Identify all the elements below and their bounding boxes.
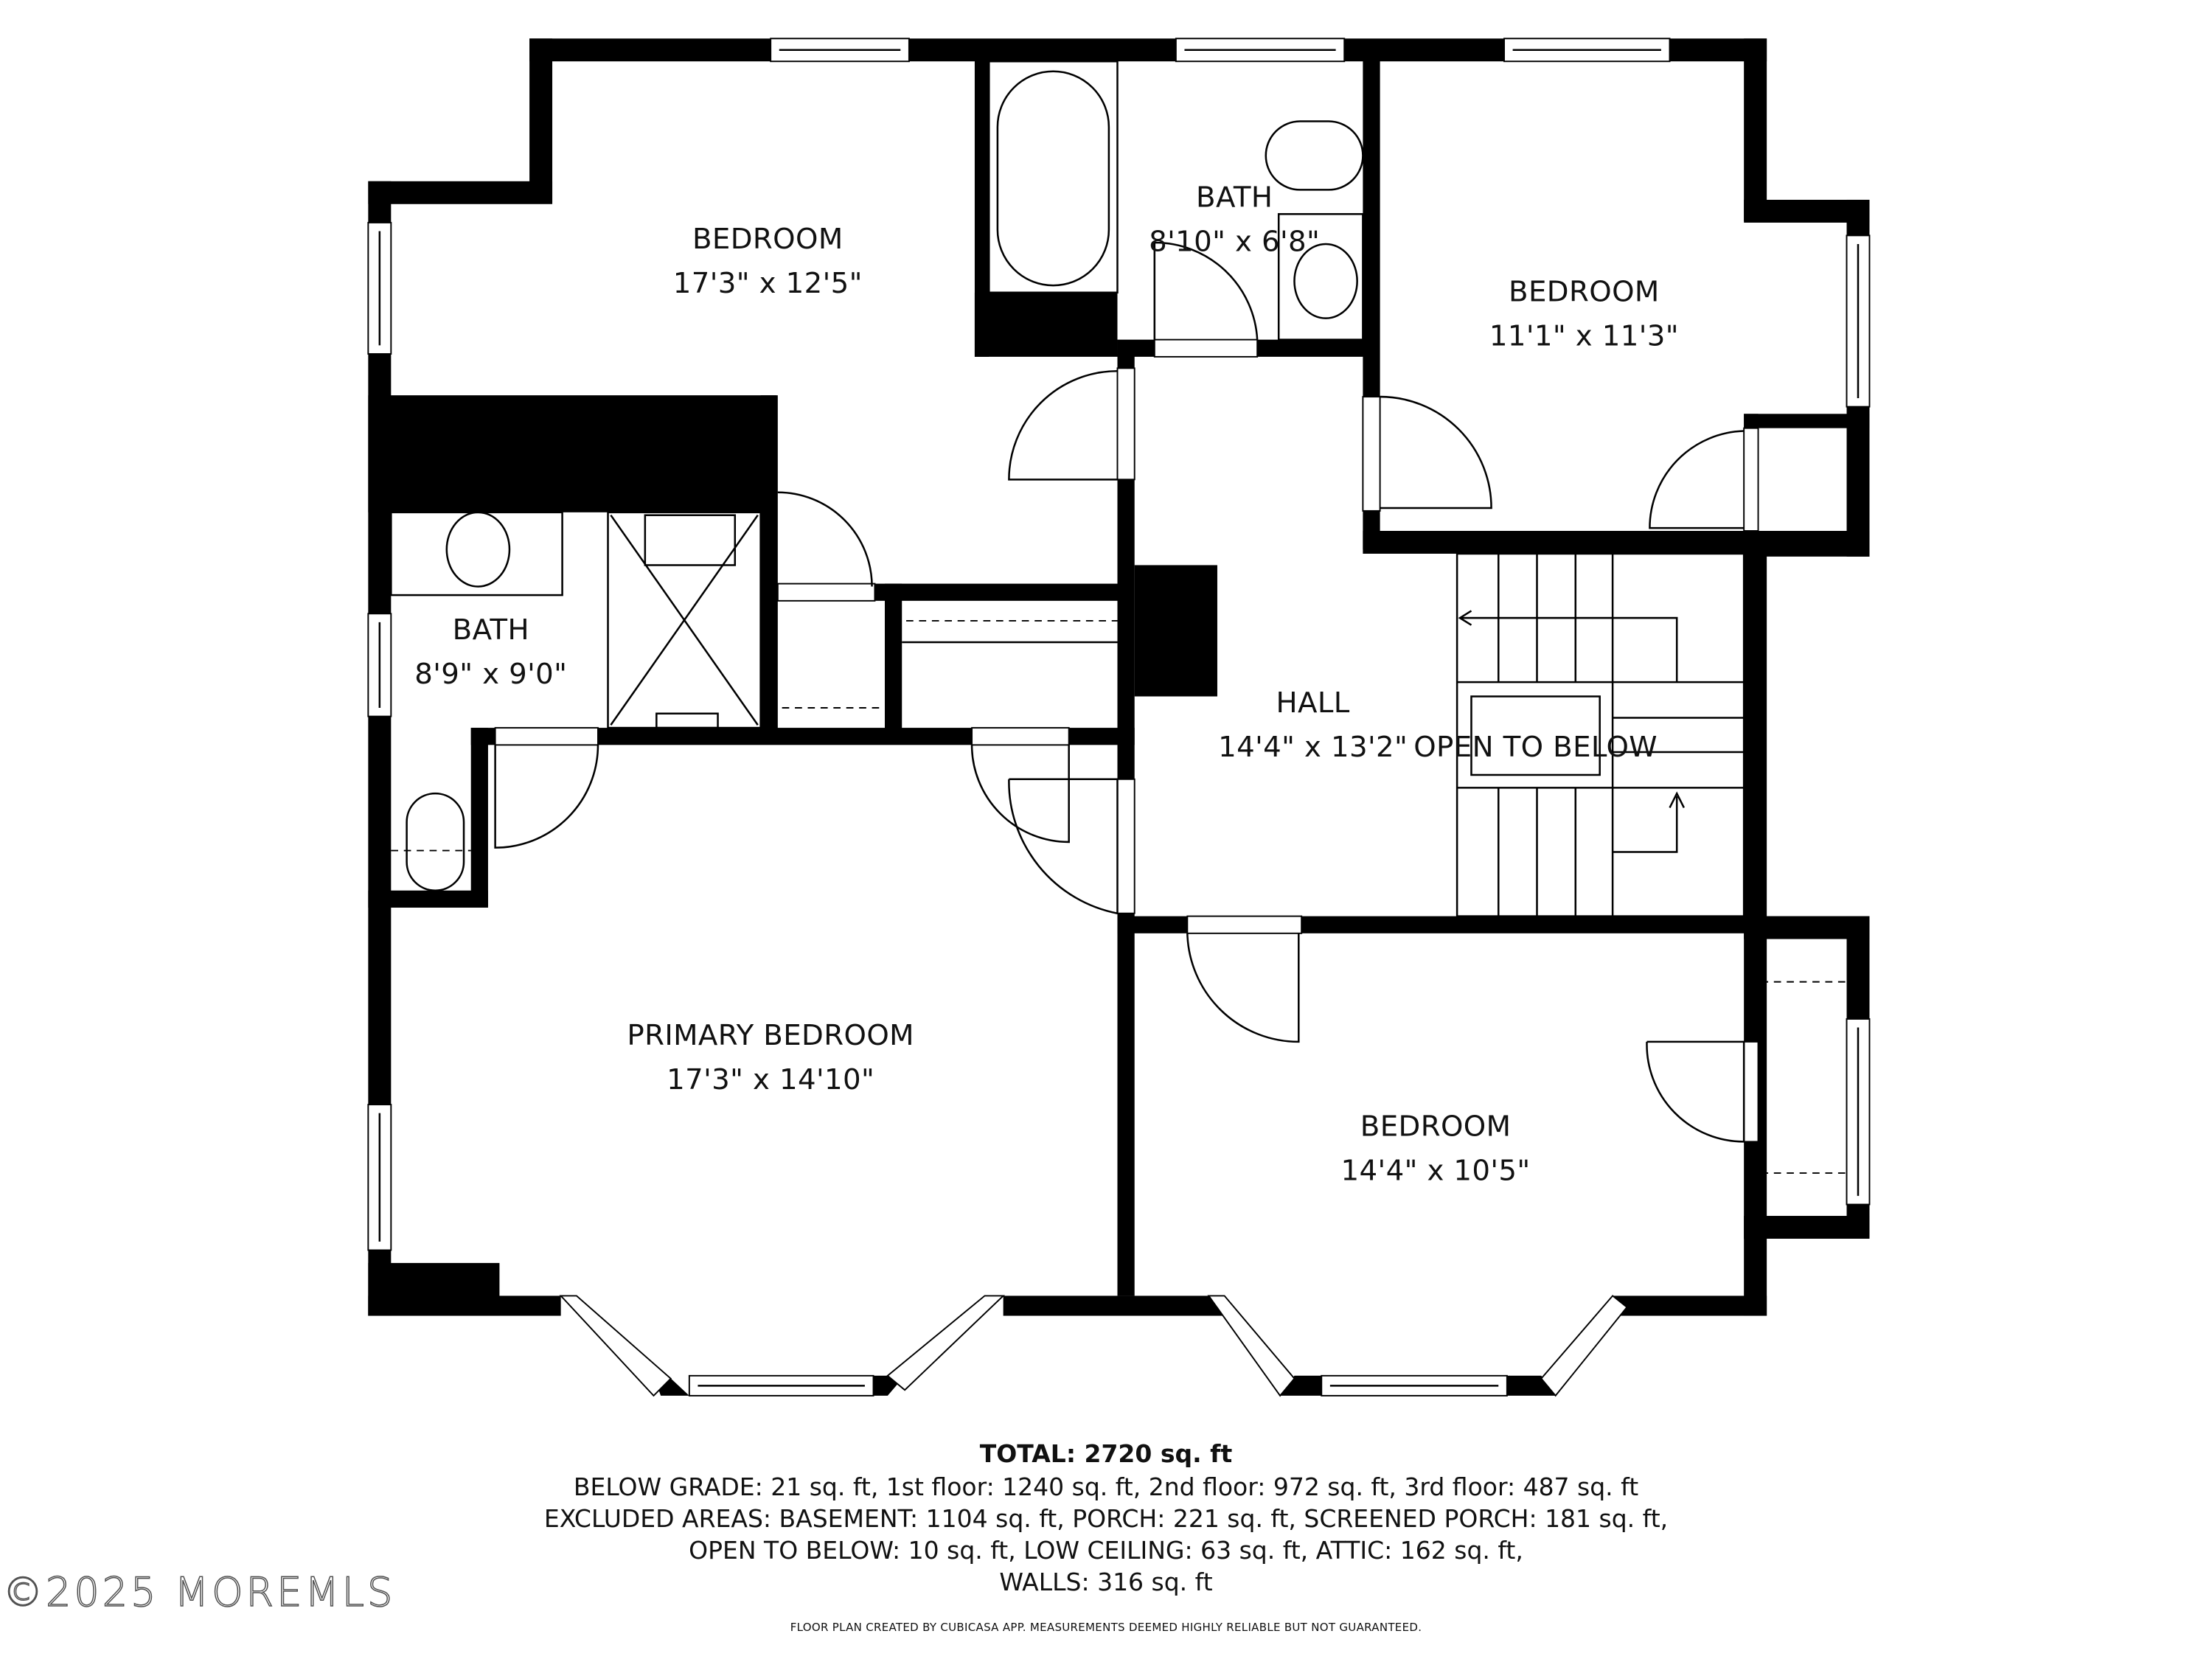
area-breakdown: BELOW GRADE: 21 sq. ft, 1st floor: 1240 … bbox=[0, 1471, 2212, 1598]
room-dims-bedroom-ne: 11'1" x 11'3" bbox=[1489, 319, 1679, 352]
room-name-hall: HALL bbox=[1276, 686, 1350, 720]
total-area: TOTAL: 2720 sq. ft bbox=[979, 1439, 1233, 1468]
fixtures bbox=[390, 60, 1847, 1174]
room-name-bath-n: BATH bbox=[1196, 181, 1273, 215]
room-dims-hall: 14'4" x 13'2" bbox=[1218, 731, 1408, 764]
area-line-walls: WALLS: 316 sq. ft bbox=[999, 1568, 1213, 1596]
room-dims-bedroom-nw: 17'3" x 12'5" bbox=[673, 267, 863, 300]
hall-open-to-below-note: OPEN TO BELOW bbox=[1413, 731, 1658, 764]
area-line-excluded-cont: OPEN TO BELOW: 10 sq. ft, LOW CEILING: 6… bbox=[689, 1536, 1523, 1565]
room-name-bedroom-nw: BEDROOM bbox=[692, 223, 844, 256]
room-name-bedroom-ne: BEDROOM bbox=[1509, 275, 1660, 308]
area-line-floors: BELOW GRADE: 21 sq. ft, 1st floor: 1240 … bbox=[573, 1472, 1639, 1501]
staircase bbox=[1455, 552, 1745, 917]
room-dims-bedroom-se: 14'4" x 10'5" bbox=[1341, 1155, 1531, 1188]
watermark: ©2025 MOREMLS bbox=[2, 1568, 396, 1616]
room-dims-bath-w: 8'9" x 9'0" bbox=[414, 658, 567, 691]
disclaimer: FLOOR PLAN CREATED BY CUBICASA APP. MEAS… bbox=[790, 1621, 1422, 1634]
doors bbox=[494, 241, 1759, 1143]
windows bbox=[367, 38, 1871, 1397]
room-dims-primary-bedroom: 17'3" x 14'10" bbox=[667, 1063, 874, 1096]
area-line-excluded: EXCLUDED AREAS: BASEMENT: 1104 sq. ft, P… bbox=[543, 1504, 1669, 1533]
room-dims-bath-n: 8'10" x 6'8" bbox=[1149, 226, 1320, 259]
room-name-primary-bedroom: PRIMARY BEDROOM bbox=[627, 1019, 914, 1052]
room-name-bedroom-se: BEDROOM bbox=[1360, 1110, 1512, 1144]
room-labels: BEDROOM 17'3" x 12'5" BATH 8'10" x 6'8" … bbox=[414, 181, 1679, 1188]
room-name-bath-w: BATH bbox=[453, 613, 529, 647]
